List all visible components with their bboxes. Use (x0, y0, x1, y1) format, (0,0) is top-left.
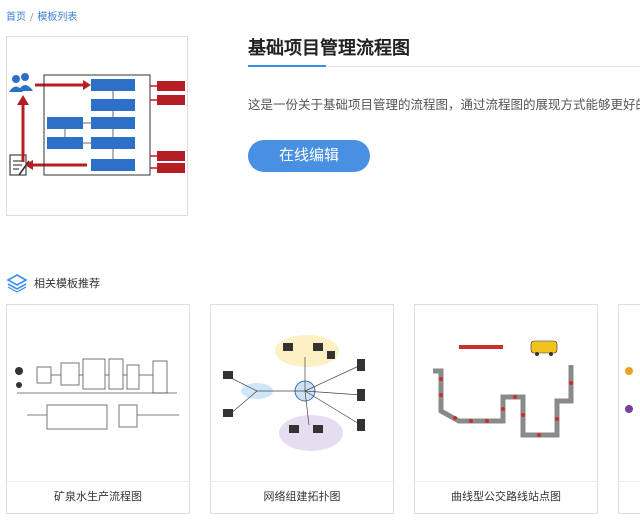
edit-online-button[interactable]: 在线编辑 (248, 140, 370, 172)
partial-thumbnail (625, 367, 633, 413)
breadcrumb-current[interactable]: 模板列表 (37, 12, 78, 23)
bus-icon (530, 340, 558, 356)
network-topology-thumbnail (223, 335, 365, 451)
template-card-name: 曲线型公交路线站点图 (415, 481, 597, 513)
template-card-name: 网络组建拓扑图 (211, 481, 393, 513)
related-templates-list: 矿泉水生产流程图 (6, 304, 640, 520)
template-title: 基础项目管理流程图 (248, 38, 410, 59)
side-labels (157, 81, 185, 173)
title-underline-accent (248, 65, 326, 67)
people-icon (9, 73, 33, 92)
template-preview[interactable] (6, 36, 188, 216)
template-description: 这是一份关于基础项目管理的流程图，通过流程图的展现方式能够更好的表 (248, 97, 640, 112)
flowchart-thumbnail (9, 73, 185, 176)
related-templates-title: 相关模板推荐 (34, 277, 100, 290)
breadcrumb-home[interactable]: 首页 (6, 12, 26, 23)
template-card[interactable] (618, 304, 640, 514)
related-templates-header: 相关模板推荐 (6, 272, 100, 294)
water-production-thumbnail (15, 358, 179, 430)
template-card[interactable]: 曲线型公交路线站点图 (414, 304, 598, 514)
template-card-name (619, 481, 640, 513)
bus-route-thumbnail (433, 340, 574, 438)
title-divider (248, 65, 640, 67)
breadcrumb: 首页 /模板列表 (6, 8, 77, 23)
layers-icon (6, 274, 28, 293)
template-card[interactable]: 网络组建拓扑图 (210, 304, 394, 514)
breadcrumb-separator: / (30, 12, 34, 23)
template-card[interactable]: 矿泉水生产流程图 (6, 304, 190, 514)
template-card-name: 矿泉水生产流程图 (7, 481, 189, 513)
flow-nodes (47, 79, 135, 171)
